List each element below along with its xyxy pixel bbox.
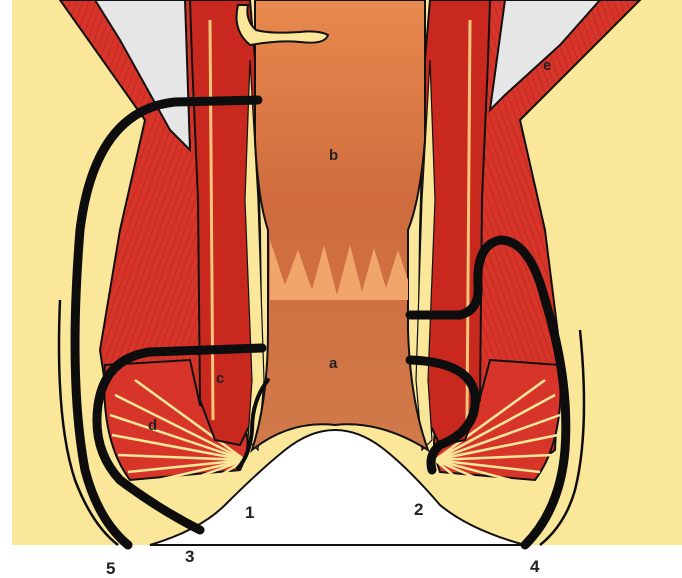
path-label-2: 2: [414, 500, 423, 519]
path-label-4: 4: [530, 557, 540, 576]
path-label-5: 5: [106, 559, 115, 578]
perianal-skin-area: [0, 545, 682, 578]
region-label-c: c: [216, 370, 224, 387]
path-label-3: 3: [185, 547, 194, 566]
region-label-d: d: [148, 417, 157, 434]
region-label-e: e: [543, 57, 551, 74]
path-label-1: 1: [245, 503, 254, 522]
region-label-a: a: [329, 355, 338, 372]
region-label-b: b: [329, 147, 338, 164]
anal-canal: [252, 0, 428, 450]
